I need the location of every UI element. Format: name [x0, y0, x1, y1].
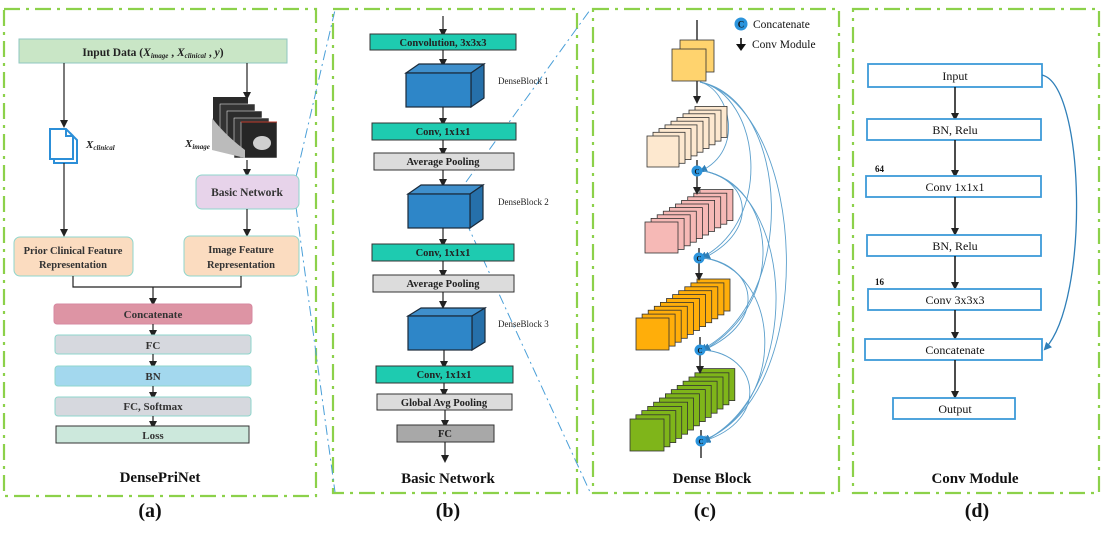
- conv1-label-3: Conv, 1x1x1: [417, 370, 472, 381]
- svg-text:C: C: [694, 168, 699, 176]
- panel-a: Input Data (Ximage , Xclinical , y) Xcli…: [13, 38, 300, 522]
- panel-a-caption: (a): [138, 500, 161, 522]
- conv1-label-2: Conv, 1x1x1: [416, 248, 471, 259]
- feature-stack-1: [646, 106, 728, 168]
- panel-c-title: Dense Block: [673, 471, 752, 487]
- legend-concat-icon: [734, 17, 748, 31]
- feature-stack-4: [629, 368, 736, 452]
- panel-c: C Concatenate Conv Module: [629, 17, 816, 522]
- dense-block-2-label: DenseBlock 2: [498, 197, 549, 207]
- panel-a-title: DensePriNet: [120, 470, 201, 486]
- module-conv3-label: Conv 3x3x3: [925, 293, 984, 307]
- panel-d-title: Conv Module: [931, 471, 1018, 487]
- conv1-label-1: Conv, 1x1x1: [416, 127, 471, 138]
- x-image-label: Ximage: [184, 138, 210, 151]
- module-output-label: Output: [938, 402, 972, 416]
- panel-d-border: [851, 7, 1101, 495]
- avg-pool-layer-1: [373, 152, 515, 171]
- svg-text:C: C: [697, 347, 702, 355]
- module-conv1-label: Conv 1x1x1: [925, 180, 984, 194]
- clinical-document-icon: [49, 128, 78, 164]
- feature-stack-2: [644, 189, 734, 254]
- ct-image-stack-icon: [212, 97, 278, 159]
- input-data-box: [18, 38, 288, 64]
- loss-label: Loss: [142, 430, 164, 442]
- dense-block-3-label: DenseBlock 3: [498, 319, 549, 329]
- fc-label-b: FC: [438, 429, 452, 440]
- module-skip-connection: [1041, 74, 1078, 351]
- panel-d-caption: (d): [965, 500, 989, 522]
- dense-block-3-cube: [405, 306, 488, 352]
- dense-skip-connections: [699, 81, 787, 443]
- fc-softmax-label: FC, Softmax: [123, 401, 183, 413]
- feature-map: [629, 418, 665, 452]
- legend-concat-symbol: C: [738, 20, 745, 30]
- dense-block-1-label: DenseBlock 1: [498, 76, 549, 86]
- panel-borders: [2, 7, 1101, 498]
- legend-arrow-icon: [736, 38, 746, 51]
- panel-a-border: [2, 7, 318, 498]
- svg-text:C: C: [698, 438, 703, 446]
- panel-d: Input BN, Relu 64 Conv 1x1x1 BN, Relu 16…: [864, 63, 1078, 522]
- panel-b-border: [331, 7, 579, 495]
- prior-clinical-label-2: Representation: [39, 260, 107, 271]
- panel-c-caption: (c): [694, 500, 716, 522]
- channel-label-16: 16: [875, 277, 885, 287]
- feature-map: [635, 317, 670, 351]
- legend-concat-label: Concatenate: [753, 19, 810, 31]
- module-concat-box: [864, 338, 1043, 361]
- conv3-first-label: Convolution, 3x3x3: [400, 38, 487, 49]
- fc-label: FC: [146, 340, 161, 352]
- image-feature-label-1: Image Feature: [208, 245, 274, 256]
- feature-stack-3: [635, 278, 731, 351]
- concat-node-4: C: [695, 435, 707, 447]
- bn-label: BN: [145, 371, 160, 383]
- panel-b-caption: (b): [436, 500, 460, 522]
- conv1-layer-1: [371, 122, 517, 141]
- panel-b-title: Basic Network: [401, 471, 495, 487]
- concat-node-3: C: [694, 344, 706, 356]
- module-output-box: [892, 397, 1016, 420]
- image-feature-label-2: Representation: [207, 260, 275, 271]
- svg-text:C: C: [696, 255, 701, 263]
- module-bn-relu-2-box: [866, 234, 1042, 257]
- avg-pool-label-2: Average Pooling: [407, 279, 481, 290]
- input-data-label: Input Data (Ximage , Xclinical , y): [82, 47, 223, 60]
- basic-network-label: Basic Network: [211, 187, 283, 199]
- global-avg-pool-label: Global Avg Pooling: [401, 398, 488, 409]
- input-feature-maps: [671, 39, 715, 82]
- dense-block-1-cube: [404, 62, 486, 109]
- channel-label-64: 64: [875, 164, 885, 174]
- avg-pool-label-1: Average Pooling: [407, 157, 481, 168]
- module-concat-label: Concatenate: [925, 343, 984, 357]
- panel-b: Convolution, 3x3x3 DenseBlock 1 Conv, 1x…: [369, 16, 549, 522]
- prior-clinical-label-1: Prior Clinical Feature: [24, 246, 123, 257]
- concat-node-2: C: [693, 252, 705, 264]
- panel-c-border: [591, 7, 841, 495]
- feature-map: [644, 221, 679, 254]
- loss-layer: [55, 425, 250, 444]
- x-clinical-label: Xclinical: [85, 139, 115, 152]
- module-bn-relu-1-label: BN, Relu: [932, 123, 977, 137]
- dense-block-2-cube: [406, 183, 485, 230]
- module-conv1-box: [865, 175, 1042, 198]
- feature-map: [646, 135, 680, 168]
- module-bn-relu-2-label: BN, Relu: [932, 239, 977, 253]
- concatenate-label: Concatenate: [124, 309, 183, 321]
- concat-node-1: C: [691, 165, 703, 177]
- legend-conv-label: Conv Module: [752, 39, 816, 51]
- module-input-label: Input: [942, 69, 968, 83]
- module-bn-relu-1-box: [866, 118, 1042, 141]
